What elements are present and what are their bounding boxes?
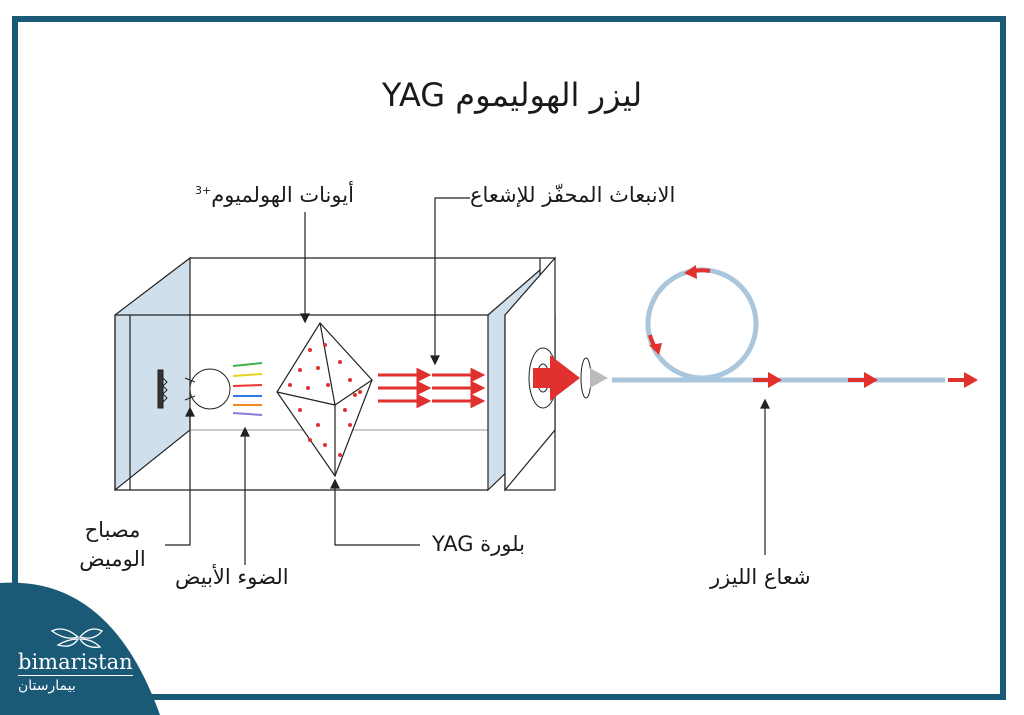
yag-crystal	[276, 322, 373, 478]
logo-name-ar: بيمارستان	[18, 678, 76, 694]
logo-name-en: bimaristan	[18, 650, 133, 676]
white-light-rays	[232, 362, 263, 416]
label-laser-beam: شعاع الليزر	[710, 565, 811, 589]
butterfly-icon	[50, 628, 104, 648]
label-yag-crystal: بلورة YAG	[432, 532, 525, 556]
holmium-ions	[288, 343, 362, 457]
rear-mirror-panel	[114, 256, 191, 492]
beam-direction-arrows	[648, 265, 978, 388]
diagram-frame	[12, 16, 1006, 700]
label-holmium-charge: 3+	[195, 184, 212, 197]
flash-lamp	[157, 368, 231, 410]
leader-lines	[165, 197, 770, 565]
label-white-light: الضوء الأبيض	[175, 565, 289, 589]
label-holmium-ions: أيونات الهولميوم3+	[195, 183, 354, 207]
stimulated-emission-arrows	[378, 367, 486, 409]
page-title: ليزر الهوليموم YAG	[381, 76, 643, 114]
bimaristan-logo	[0, 582, 160, 715]
label-flash-lamp: مصباح الوميض	[65, 516, 160, 574]
label-flash-lamp-line1: مصباح	[84, 518, 141, 542]
label-flash-lamp-line2: الوميض	[79, 547, 146, 571]
output-aperture	[528, 347, 608, 409]
label-holmium-ions-text: أيونات الهولميوم	[211, 183, 354, 207]
laser-fiber	[612, 267, 945, 383]
label-stimulated-emission: الانبعاث المحفّز للإشعاع	[470, 183, 676, 207]
